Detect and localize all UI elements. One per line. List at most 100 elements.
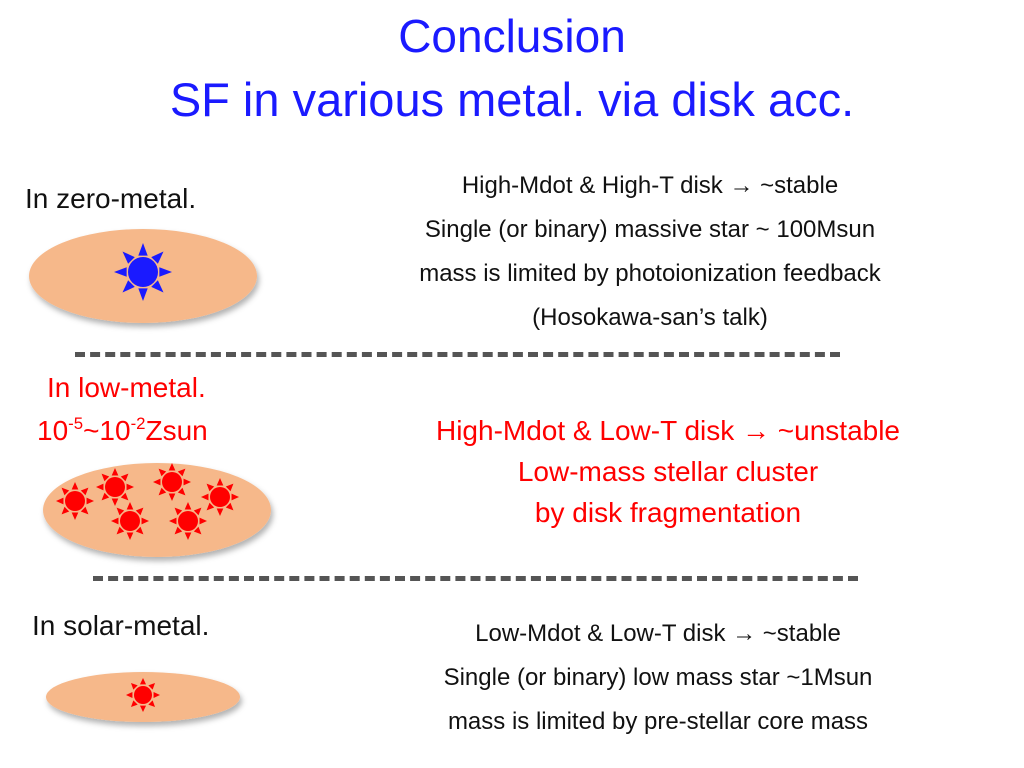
star-ray xyxy=(126,691,133,699)
range-exponent-2: -2 xyxy=(130,414,146,434)
star-icon xyxy=(111,502,149,540)
slide-title: Conclusion xyxy=(398,10,626,62)
section-divider xyxy=(75,352,840,357)
range-suffix: Zsun xyxy=(145,415,208,446)
star-ray xyxy=(114,267,127,277)
star-ray xyxy=(158,468,167,477)
star-ray xyxy=(139,705,147,712)
star-ray xyxy=(61,506,70,515)
star-ray xyxy=(184,502,192,510)
low-metal-range: 10-5~10-2Zsun xyxy=(37,415,208,447)
star-icon xyxy=(114,243,172,301)
star-ray xyxy=(71,482,79,490)
star-ray xyxy=(193,507,202,516)
star-ray xyxy=(126,502,134,510)
solar-metal-description: Low-Mdot & Low-T disk → ~stable Single (… xyxy=(358,612,958,744)
star-ray xyxy=(193,526,202,535)
star-ray xyxy=(206,483,215,492)
star-ray xyxy=(139,678,147,685)
star-ray xyxy=(183,478,191,486)
star-ray xyxy=(116,507,125,516)
star-core xyxy=(65,491,85,511)
star-ray xyxy=(135,526,144,535)
star-ray xyxy=(120,492,129,501)
star-ray xyxy=(231,493,239,501)
star-ray xyxy=(174,526,183,535)
star-ray xyxy=(80,487,89,496)
zero-metal-label: In zero-metal. xyxy=(25,183,197,214)
star-icon xyxy=(96,468,134,506)
star-ray xyxy=(138,243,148,256)
low-metal-line: by disk fragmentation xyxy=(534,497,802,528)
star-ray xyxy=(151,280,164,293)
star-ray xyxy=(158,487,167,496)
zero-metal-line: (Hosokawa-san’s talk) xyxy=(532,304,768,331)
slide-subtitle: SF in various metal. via disk acc. xyxy=(169,73,855,126)
star-icon xyxy=(201,478,239,516)
star-core xyxy=(178,511,198,531)
star-ray xyxy=(225,483,234,492)
range-exponent-1: -5 xyxy=(68,414,84,434)
star-ray xyxy=(153,478,161,486)
zero-metal-stars xyxy=(114,243,172,301)
range-prefix: 10 xyxy=(37,415,69,446)
star-icon xyxy=(56,482,94,520)
star-ray xyxy=(101,492,110,501)
star-ray xyxy=(141,517,149,525)
star-ray xyxy=(130,682,138,690)
star-ray xyxy=(116,526,125,535)
star-icon xyxy=(169,502,207,540)
zero-metal-line: mass is limited by photoionization feedb… xyxy=(419,260,881,287)
star-ray xyxy=(206,502,215,511)
low-metal-stars xyxy=(56,463,239,540)
star-ray xyxy=(120,473,129,482)
star-ray xyxy=(56,497,64,505)
star-ray xyxy=(216,478,224,486)
star-ray xyxy=(159,267,172,277)
solar-metal-line: Single (or binary) low mass star ~1Msun xyxy=(443,664,873,691)
star-ray xyxy=(126,483,134,491)
star-ray xyxy=(168,463,176,471)
star-core xyxy=(134,686,152,704)
star-icon xyxy=(126,678,160,712)
star-core xyxy=(210,487,230,507)
zero-metal-description: High-Mdot & High-T disk → ~stable Single… xyxy=(340,164,960,340)
star-icon xyxy=(153,463,191,501)
star-core xyxy=(120,511,140,531)
star-ray xyxy=(199,517,207,525)
star-ray xyxy=(177,487,186,496)
star-ray xyxy=(225,502,234,511)
star-ray xyxy=(80,506,89,515)
star-ray xyxy=(216,508,224,516)
solar-metal-stars xyxy=(126,678,160,712)
star-core xyxy=(128,257,158,287)
low-metal-description: High-Mdot & Low-T disk → ~unstable Low-m… xyxy=(368,410,968,533)
star-ray xyxy=(122,280,135,293)
star-ray xyxy=(96,483,104,491)
low-metal-label: In low-metal. xyxy=(47,372,206,403)
star-ray xyxy=(177,468,186,477)
range-mid: ~10 xyxy=(83,415,131,446)
star-ray xyxy=(135,507,144,516)
star-ray xyxy=(151,251,164,264)
star-ray xyxy=(111,468,119,476)
star-ray xyxy=(138,288,148,301)
star-ray xyxy=(126,532,134,540)
star-ray xyxy=(111,498,119,506)
star-ray xyxy=(169,517,177,525)
solar-metal-line: mass is limited by pre-stellar core mass xyxy=(447,708,869,735)
star-ray xyxy=(174,507,183,516)
low-metal-line: High-Mdot & Low-T disk → ~unstable xyxy=(435,415,901,446)
low-metal-line: Low-mass stellar cluster xyxy=(517,456,819,487)
star-core xyxy=(162,472,182,492)
star-ray xyxy=(184,532,192,540)
star-ray xyxy=(101,473,110,482)
star-ray xyxy=(61,487,70,496)
star-ray xyxy=(148,682,156,690)
star-ray xyxy=(111,517,119,525)
star-ray xyxy=(130,700,138,708)
section-divider xyxy=(93,576,858,581)
solar-metal-label: In solar-metal. xyxy=(32,610,210,641)
star-ray xyxy=(153,691,160,699)
